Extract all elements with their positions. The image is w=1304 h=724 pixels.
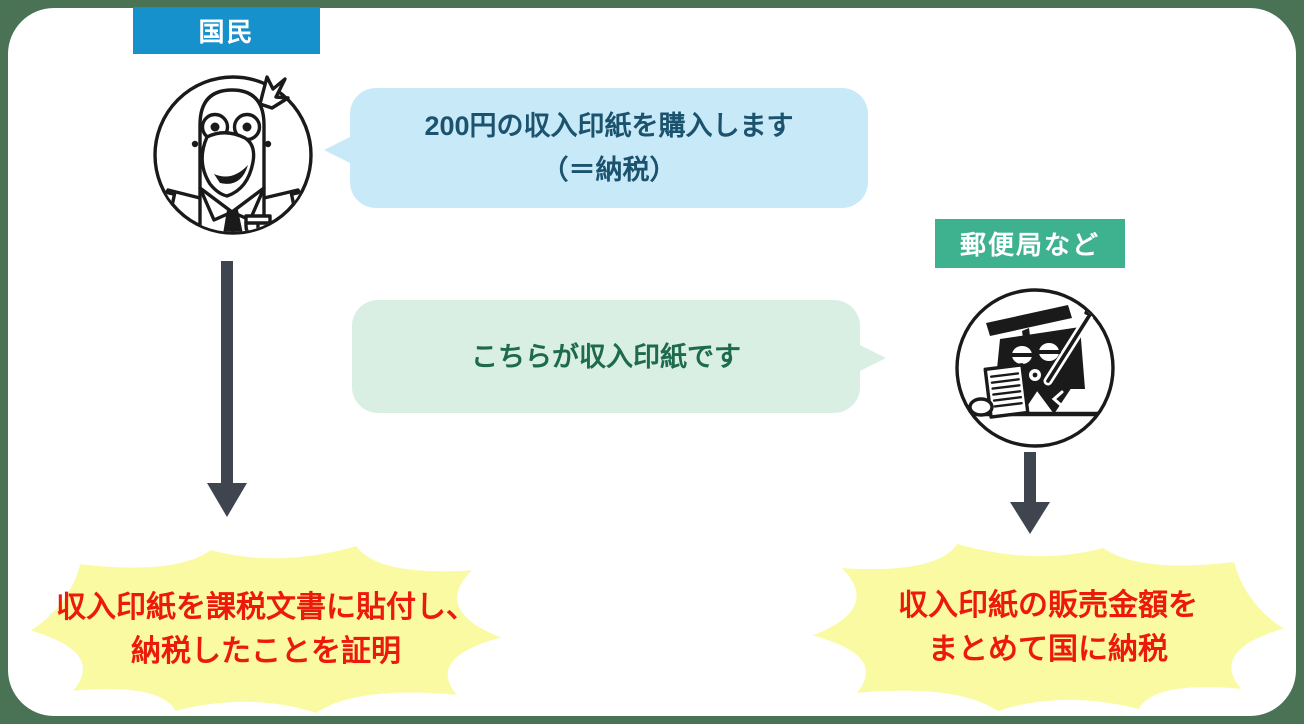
post-office-result-text: 収入印紙の販売金額を まとめて国に納税 — [898, 589, 1198, 666]
citizen-parrot-icon — [148, 70, 318, 245]
citizen-result-text: 収入印紙を課税文書に貼付し、 納税したことを証明 — [56, 591, 476, 668]
post-office-clerk-icon — [950, 283, 1120, 458]
down-arrow-icon — [1010, 452, 1050, 539]
post-office-result-burst: 収入印紙の販売金額を まとめて国に納税 — [803, 540, 1293, 716]
post-office-speech-bubble: こちらが収入印紙です — [352, 300, 886, 413]
citizen-bubble-line2: （＝納税） — [541, 155, 677, 185]
bubble-tail-right — [858, 344, 886, 372]
citizen-speech-bubble: 200円の収入印紙を購入します （＝納税） — [324, 88, 868, 208]
post-office-label: 郵便局など — [935, 219, 1125, 268]
post-office-bubble-line1: こちらが収入印紙です — [471, 341, 741, 372]
citizen-label: 国民 — [133, 7, 320, 54]
bubble-tail-left — [324, 136, 352, 164]
down-arrow-icon — [207, 261, 247, 522]
citizen-result-burst: 収入印紙を課税文書に貼付し、 納税したことを証明 — [25, 542, 507, 718]
citizen-bubble-line1: 200円の収入印紙を購入します — [424, 111, 794, 141]
